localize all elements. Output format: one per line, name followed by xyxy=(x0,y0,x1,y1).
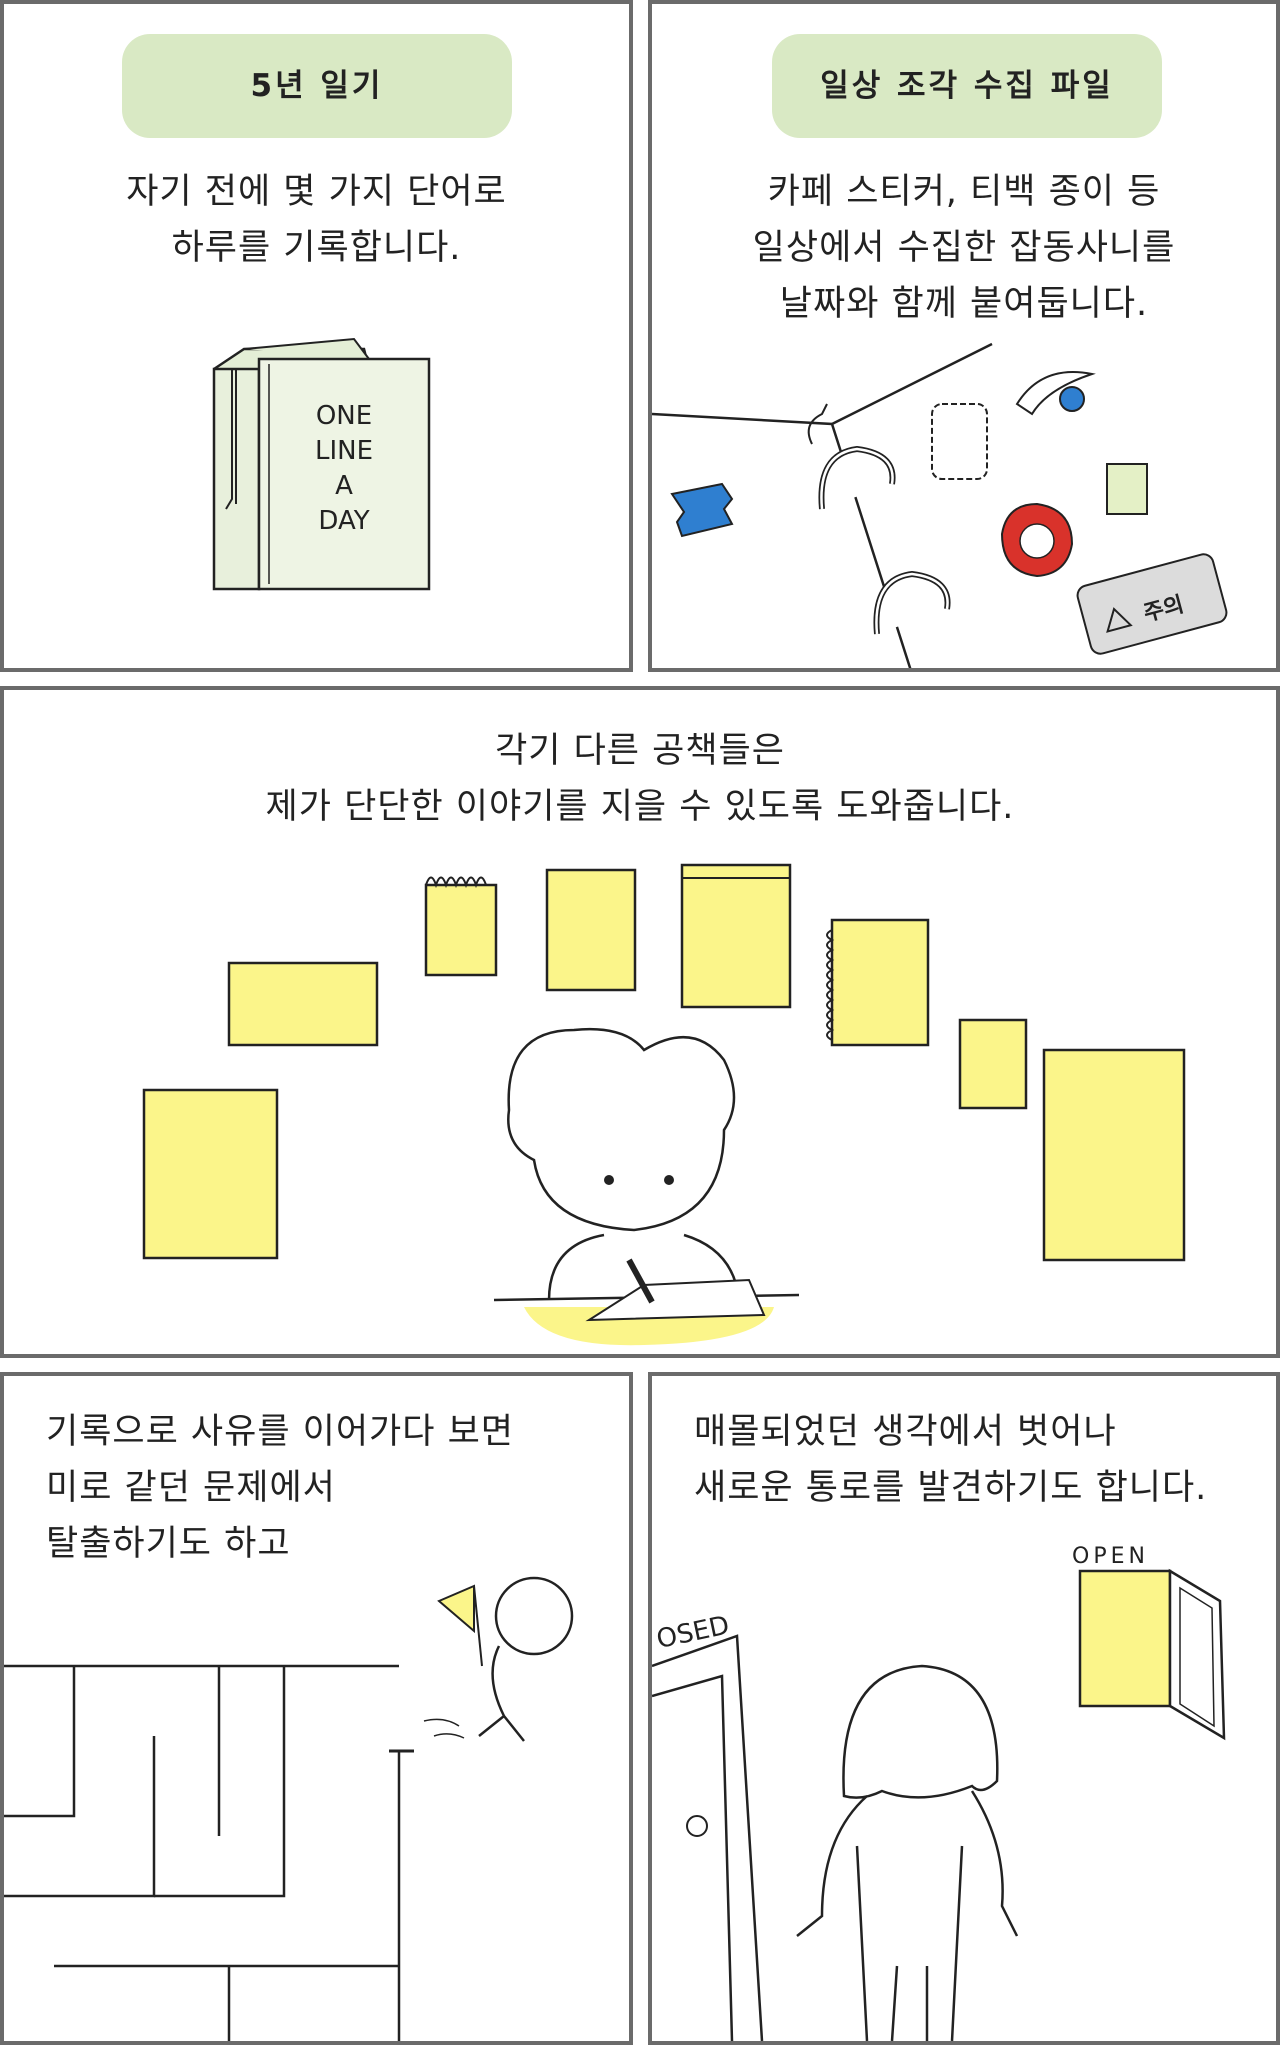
flag-icon xyxy=(437,1584,475,1634)
book-text: DAY xyxy=(318,506,369,536)
open-doorway xyxy=(1078,1569,1172,1708)
doors-illustration: OSED OPEN xyxy=(652,1544,1226,2041)
panel-five-year-diary: 5년 일기 자기 전에 몇 가지 단어로 하루를 기록합니다. ONE LINE… xyxy=(0,0,633,672)
notebook xyxy=(680,863,792,1009)
caption-line: 카페 스티커, 티백 종이 등 xyxy=(767,172,1161,212)
panel-title: 일상 조각 수집 파일 xyxy=(772,34,1162,138)
door-knob xyxy=(686,1815,708,1837)
notebook xyxy=(545,868,637,992)
caption-line: 탈출하기도 하고 xyxy=(46,1524,291,1564)
maze-illustration xyxy=(4,1576,574,2041)
book-text: ONE xyxy=(316,401,372,431)
book-text: LINE xyxy=(315,436,373,466)
caution-sticker: 주의 xyxy=(1076,553,1228,655)
notebook xyxy=(424,883,498,977)
caption-line: 기록으로 사유를 이어가다 보면 xyxy=(46,1412,514,1452)
child-head xyxy=(507,1028,736,1232)
caption-line: 날짜와 함께 붙여둡니다. xyxy=(779,284,1149,324)
binder-illustration: 주의 xyxy=(652,342,1228,668)
notebooks-illustration xyxy=(142,863,1186,1346)
notebook xyxy=(830,918,930,1047)
caption-line: 일상에서 수집한 잡동사니를 xyxy=(752,228,1176,268)
person-hair xyxy=(842,1664,999,1799)
caption-line: 제가 단단한 이야기를 지을 수 있도록 도와줍니다. xyxy=(265,787,1015,827)
caption-line: 미로 같던 문제에서 xyxy=(46,1468,336,1508)
panel-title: 5년 일기 xyxy=(122,34,512,138)
panel-new-path: 매몰되었던 생각에서 벗어나 새로운 통로를 발견하기도 합니다. OSED O… xyxy=(648,1372,1280,2045)
caption-line: 각기 다른 공책들은 xyxy=(495,731,785,771)
green-sticker xyxy=(1106,463,1148,515)
child-head xyxy=(494,1576,574,1656)
notebook xyxy=(227,961,379,1047)
open-sign: OPEN xyxy=(1072,1544,1149,1569)
notebook xyxy=(1042,1048,1186,1262)
caption-line: 매몰되었던 생각에서 벗어나 xyxy=(694,1412,1117,1452)
caption-line: 새로운 통로를 발견하기도 합니다. xyxy=(694,1468,1208,1508)
panel-maze: 기록으로 사유를 이어가다 보면 미로 같던 문제에서 탈출하기도 하고 xyxy=(0,1372,633,2045)
notebook xyxy=(142,1088,279,1260)
panel-notebooks: 각기 다른 공책들은 제가 단단한 이야기를 지을 수 있도록 도와줍니다. xyxy=(0,686,1280,1358)
panel-collection-file: 일상 조각 수집 파일 카페 스티커, 티백 종이 등 일상에서 수집한 잡동사… xyxy=(648,0,1280,672)
book-text: A xyxy=(335,471,353,501)
caption-line: 하루를 기록합니다. xyxy=(171,228,462,268)
closed-sign: OSED xyxy=(654,1610,732,1655)
diary-book-illustration: ONE LINE A DAY xyxy=(212,337,431,591)
caption-line: 자기 전에 몇 가지 단어로 xyxy=(126,172,507,212)
notebook xyxy=(958,1018,1028,1110)
stamp-sticker xyxy=(931,403,988,480)
eye-sticker-dot xyxy=(1059,386,1085,412)
ticket-sticker xyxy=(670,482,734,538)
